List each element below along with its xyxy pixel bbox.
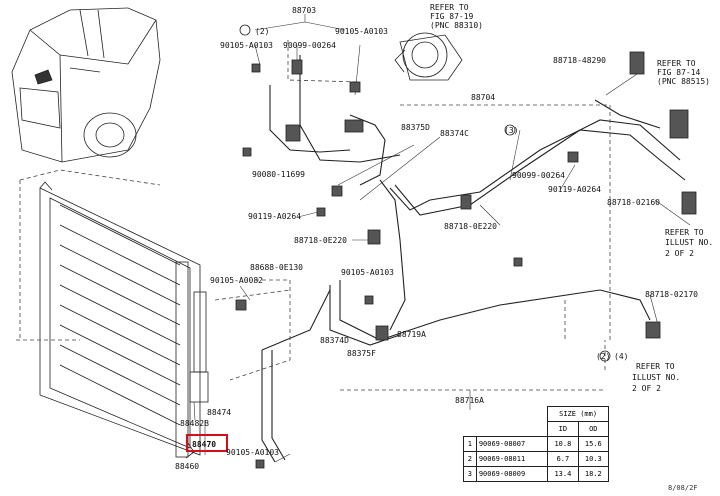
size-row-part: 90069-08007 xyxy=(475,436,549,452)
label-88718-02160: 88718-02160 xyxy=(607,198,660,207)
label-refer-fig-87-14-line1: REFER TO xyxy=(657,59,696,68)
label-88474: 88474 xyxy=(207,408,232,417)
condenser xyxy=(39,181,201,459)
diagram-code: 8/08/2F xyxy=(668,484,698,492)
label-90105-a0103-bottom: 90105-A0103 xyxy=(226,448,279,457)
size-row-od: 10.3 xyxy=(577,451,610,467)
label-88375d: 88375D xyxy=(401,123,430,132)
label-refer-fig-87-14-line3: (PNC 88515) xyxy=(657,77,710,86)
size-row-num: 2 xyxy=(463,451,477,467)
label-90080-11699: 90080-11699 xyxy=(252,170,305,179)
size-row-od: 18.2 xyxy=(577,466,610,482)
leader-lines xyxy=(16,40,611,391)
compressor xyxy=(394,32,463,81)
label-88718-0e220-left: 88718-0E220 xyxy=(294,236,347,245)
label-88703: 88703 xyxy=(292,6,317,15)
label-88719a: 88719A xyxy=(397,330,426,339)
label-refer-illust-a-line2: ILLUST NO. xyxy=(665,238,714,247)
label-circle-3: (3) xyxy=(504,126,519,135)
label-circle-2-top: (2) xyxy=(255,27,270,36)
label-88375f: 88375F xyxy=(347,349,376,358)
label-90119-a0264-left: 90119-A0264 xyxy=(248,212,301,221)
fittings xyxy=(235,51,697,469)
circle-markers xyxy=(239,24,611,362)
label-refer-illust-a-line3: 2 OF 2 xyxy=(665,249,694,258)
label-88716a: 88716A xyxy=(455,396,484,405)
size-row-num: 1 xyxy=(463,436,477,452)
vehicle-icon xyxy=(11,7,161,163)
label-90119-a0264-right: 90119-A0264 xyxy=(548,185,601,194)
size-row-id: 10.8 xyxy=(547,436,579,452)
size-table-col-od: OD xyxy=(577,421,610,437)
label-88482b: 88482B xyxy=(180,419,209,428)
label-88718-0e220-mid: 88718-0E220 xyxy=(444,222,497,231)
size-table-row: 2 90069-08011 6.7 10.3 xyxy=(463,451,610,467)
label-circle-4: (4) xyxy=(614,352,629,361)
highlight-88470-box xyxy=(186,434,228,452)
hose-size-table: SIZE (mm) ID OD 1 90069-08007 10.8 15.6 … xyxy=(463,406,610,482)
label-refer-illust-b-line3: 2 OF 2 xyxy=(632,384,661,393)
size-row-part: 90069-08011 xyxy=(475,451,549,467)
label-88718-48290: 88718-48290 xyxy=(553,56,606,65)
size-row-part: 90069-08009 xyxy=(475,466,549,482)
label-90105-a0103-right: 90105-A0103 xyxy=(335,27,388,36)
refrigerant-lines xyxy=(261,55,686,463)
label-refer-illust-a-line1: REFER TO xyxy=(665,228,704,237)
label-88704: 88704 xyxy=(471,93,496,102)
label-88688-0e130: 88688-0E130 xyxy=(250,263,303,272)
label-refer-fig-87-14-line2: FIG 87-14 xyxy=(657,68,701,77)
label-refer-fig-87-19-line2: FIG 87-19 xyxy=(430,12,474,21)
label-90105-a0103-top: 90105-A0103 xyxy=(220,41,273,50)
size-table-row: 3 90069-08009 13.4 18.2 xyxy=(463,466,610,482)
callout-lines xyxy=(193,14,691,463)
label-refer-fig-87-19-line3: (PNC 88310) xyxy=(430,21,483,30)
label-88374d: 88374D xyxy=(320,336,349,345)
label-refer-illust-b-line1: REFER TO xyxy=(636,362,675,371)
label-90105-a0103-mid: 90105-A0103 xyxy=(341,268,394,277)
size-row-od: 15.6 xyxy=(577,436,610,452)
label-88460: 88460 xyxy=(175,462,200,471)
label-88374c: 88374C xyxy=(440,129,469,138)
label-circle-2-right: (2) xyxy=(596,352,611,361)
label-88718-02170: 88718-02170 xyxy=(645,290,698,299)
size-table-title: SIZE (mm) xyxy=(547,406,609,422)
label-refer-fig-87-19-line1: REFER TO xyxy=(430,3,469,12)
label-88470: 88470 xyxy=(192,440,217,449)
label-90099-00264-mid: 90099-00264 xyxy=(512,171,565,180)
label-90099-00264-top: 90099-00264 xyxy=(283,41,336,50)
size-table-col-id: ID xyxy=(547,421,579,437)
label-refer-illust-b-line2: ILLUST NO. xyxy=(632,373,681,382)
receiver-dryer xyxy=(189,371,209,403)
size-row-id: 13.4 xyxy=(547,466,579,482)
label-90105-a0082: 90105-A0082 xyxy=(210,276,263,285)
size-row-num: 3 xyxy=(463,466,477,482)
size-table-row: 1 90069-08007 10.8 15.6 xyxy=(463,436,610,452)
size-row-id: 6.7 xyxy=(547,451,579,467)
